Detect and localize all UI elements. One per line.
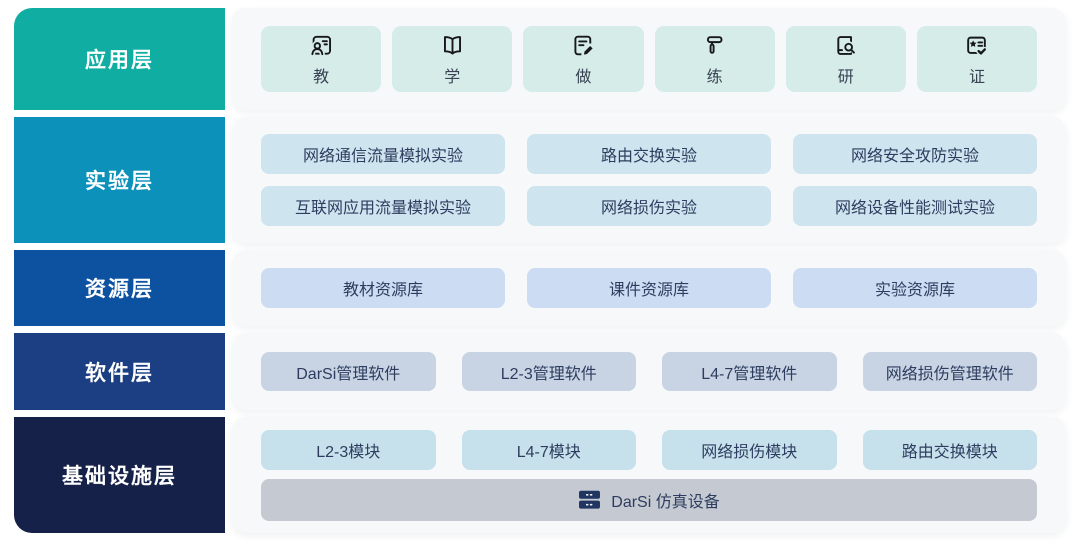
- teacher-board-icon: [309, 35, 331, 57]
- app-item-certify: 证: [916, 26, 1038, 92]
- app-item-label: 做: [575, 68, 592, 86]
- application-card: 教 学 做: [232, 8, 1066, 110]
- layer-row-resource: 资源层 教材资源库 课件资源库 实验资源库: [14, 250, 1066, 326]
- experiment-item: 网络设备性能测试实验: [793, 186, 1037, 226]
- software-card: DarSi管理软件 L2-3管理软件 L4-7管理软件 网络损伤管理软件: [232, 333, 1066, 410]
- layer-row-infrastructure: 基础设施层 L2-3模块 L4-7模块 网络损伤模块 路由交换模块 DarSi …: [14, 417, 1066, 533]
- infrastructure-modules: L2-3模块 L4-7模块 网络损伤模块 路由交换模块: [261, 430, 1037, 470]
- infrastructure-card: L2-3模块 L4-7模块 网络损伤模块 路由交换模块 DarSi 仿真设备: [232, 417, 1066, 533]
- server-stack-icon: [579, 490, 601, 509]
- app-item-label: 练: [706, 68, 723, 86]
- paint-roller-icon: [707, 35, 723, 54]
- simulation-device-bar: DarSi 仿真设备: [261, 479, 1037, 521]
- experiment-item: 网络通信流量模拟实验: [261, 134, 505, 174]
- layer-row-experiment: 实验层 网络通信流量模拟实验 路由交换实验 网络安全攻防实验 互联网应用流量模拟…: [14, 117, 1066, 243]
- layer-row-application: 应用层 教 学: [14, 8, 1066, 110]
- experiment-item: 网络损伤实验: [527, 186, 771, 226]
- app-item-label: 证: [968, 68, 985, 86]
- resource-item: 实验资源库: [793, 268, 1037, 308]
- resource-item: 课件资源库: [527, 268, 771, 308]
- software-item: DarSi管理软件: [261, 352, 436, 391]
- experiment-card: 网络通信流量模拟实验 路由交换实验 网络安全攻防实验 互联网应用流量模拟实验 网…: [232, 117, 1066, 243]
- resource-card: 教材资源库 课件资源库 实验资源库: [232, 250, 1066, 326]
- simulation-device-label: DarSi 仿真设备: [611, 494, 720, 511]
- layer-label-experiment: 实验层: [14, 117, 225, 243]
- app-item-learn: 学: [392, 26, 513, 92]
- infrastructure-item: 网络损伤模块: [662, 430, 837, 470]
- layer-label-infrastructure: 基础设施层: [14, 417, 225, 533]
- layer-label-application: 应用层: [14, 8, 225, 110]
- app-item-practice: 练: [654, 26, 775, 92]
- layer-label-software: 软件层: [14, 333, 225, 410]
- infrastructure-item: L4-7模块: [461, 430, 636, 470]
- book-search-icon: [837, 35, 856, 55]
- app-item-teach: 教: [261, 26, 382, 92]
- layer-label-resource: 资源层: [14, 250, 225, 326]
- app-item-label: 研: [837, 68, 854, 86]
- app-item-label: 教: [313, 68, 330, 86]
- note-pencil-icon: [574, 35, 596, 57]
- software-item: L4-7管理软件: [662, 352, 837, 391]
- infrastructure-item: 路由交换模块: [862, 430, 1037, 470]
- experiment-item: 路由交换实验: [527, 134, 771, 174]
- experiment-item: 互联网应用流量模拟实验: [261, 186, 505, 226]
- certificate-check-icon: [967, 36, 988, 56]
- software-item: L2-3管理软件: [461, 352, 636, 391]
- infrastructure-item: L2-3模块: [261, 430, 436, 470]
- software-item: 网络损伤管理软件: [862, 352, 1037, 391]
- app-item-research: 研: [785, 26, 906, 92]
- experiment-item: 网络安全攻防实验: [793, 134, 1037, 174]
- layer-row-software: 软件层 DarSi管理软件 L2-3管理软件 L4-7管理软件 网络损伤管理软件: [14, 333, 1066, 410]
- app-item-do: 做: [523, 26, 644, 92]
- resource-item: 教材资源库: [261, 268, 505, 308]
- open-book-icon: [443, 35, 461, 54]
- app-item-label: 学: [444, 68, 461, 86]
